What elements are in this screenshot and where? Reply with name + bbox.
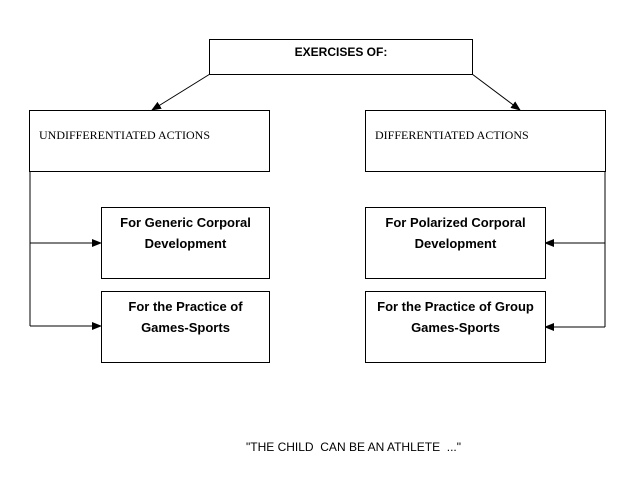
title-box: EXERCISES OF: — [209, 39, 473, 75]
arrow-title-to-right-heading — [471, 73, 521, 111]
left-child-label-1: For Generic Corporal Development — [120, 215, 251, 251]
right-child-label-2: For the Practice of Group Games-Sports — [377, 299, 534, 335]
left-child-label-2: For the Practice of Games-Sports — [128, 299, 243, 335]
right-child-box-1: For Polarized Corporal Development — [365, 207, 546, 279]
title-label: EXERCISES OF: — [294, 45, 388, 59]
right-heading-label: DIFFERENTIATED ACTIONS — [375, 128, 529, 142]
left-heading-box: UNDIFFERENTIATED ACTIONS — [29, 110, 270, 172]
right-child-box-2: For the Practice of Group Games-Sports — [365, 291, 546, 363]
right-child-label-1: For Polarized Corporal Development — [385, 215, 526, 251]
left-child-box-1: For Generic Corporal Development — [101, 207, 270, 279]
left-heading-label: UNDIFFERENTIATED ACTIONS — [39, 128, 210, 142]
left-child-box-2: For the Practice of Games-Sports — [101, 291, 270, 363]
right-heading-box: DIFFERENTIATED ACTIONS — [365, 110, 606, 172]
arrow-title-to-left-heading — [151, 73, 211, 111]
caption-text: "THE CHILD CAN BE AN ATHLETE ..." — [246, 440, 462, 454]
